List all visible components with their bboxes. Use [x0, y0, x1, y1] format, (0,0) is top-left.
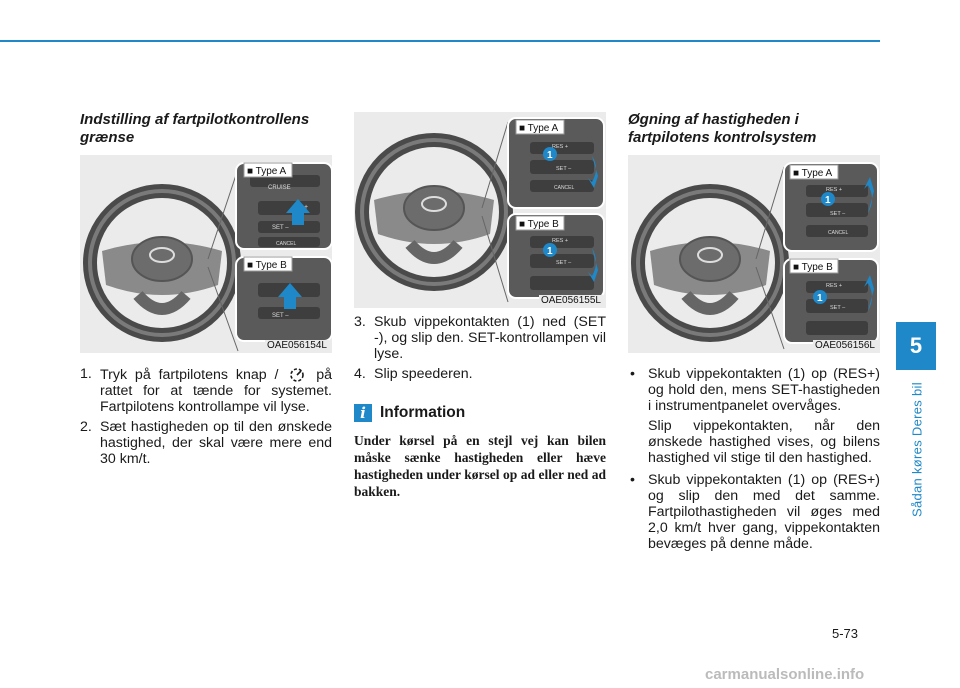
chapter-tab: 5: [896, 322, 936, 370]
res-label-b: RES +: [826, 283, 842, 289]
step-2: 2. Sæt hastigheden op til den ønskede ha…: [80, 419, 332, 467]
down-arrow-icon-b: [588, 248, 598, 282]
type-a-label: ■ Type A: [519, 123, 559, 134]
res-label: RES +: [826, 187, 842, 193]
step-number: 2.: [80, 419, 92, 435]
info-icon: i: [354, 404, 372, 422]
down-arrow-icon: [588, 156, 598, 188]
steps-list: 1. Tryk på fartpilotens knap / på rattet…: [80, 366, 332, 471]
up-arrow-icon-b: [864, 275, 874, 311]
cancel-label: CANCEL: [828, 230, 849, 236]
step-text: Skub vippekontakten (1) ned (SET -), og …: [374, 314, 606, 362]
steering-wheel-illustration: ■ Type A RES + SET – CANCEL 1 ■ Type B R…: [631, 162, 879, 350]
steering-wheel-illustration: ■ Type A CRUISE + SET – CANCEL ■ Type B …: [83, 162, 332, 352]
res-label: RES +: [552, 144, 568, 150]
step-number: 1.: [80, 366, 92, 382]
figure-steering-cruise: ■ Type A CRUISE + SET – CANCEL ■ Type B …: [80, 155, 332, 353]
set-label-b: SET –: [556, 260, 572, 266]
bullet-list: • Skub vippekontakten (1) op (RES+) og h…: [628, 366, 880, 556]
step-text: Sæt hastigheden op til den ønskede hasti…: [100, 419, 332, 467]
section-heading: Indstilling af fartpilotkontrollens græn…: [80, 111, 310, 146]
set-button-label-b: SET –: [272, 313, 289, 319]
step-number: 4.: [354, 366, 366, 382]
up-arrow-icon: [864, 177, 874, 213]
figure-code: OAE056156L: [812, 340, 877, 351]
cruise-icon: [290, 368, 305, 382]
bullet-continuation: Slip vippekontakten, når den ønskede has…: [648, 418, 880, 466]
chapter-title: Sådan køres Deres bil: [909, 382, 925, 518]
bullet-item: • Skub vippekontakten (1) op (RES+) og s…: [628, 472, 880, 552]
set-label-b: SET –: [830, 305, 846, 311]
bullet-text: Skub vippekontakten (1) op (RES+) og sli…: [648, 472, 880, 552]
figure-code: OAE056154L: [264, 340, 329, 351]
step-text: Slip speederen.: [374, 366, 473, 382]
cancel-label: CANCEL: [554, 185, 575, 191]
up-arrow-icon: [286, 199, 310, 225]
set-label: SET –: [830, 211, 846, 217]
step-4: 4. Slip speederen.: [354, 366, 606, 382]
type-b-label: ■ Type B: [519, 219, 559, 230]
section-heading: Øgning af hastigheden i fartpilotens kon…: [628, 111, 817, 146]
cruise-button-label: CRUISE: [268, 185, 291, 191]
type-b-label: ■ Type B: [247, 260, 287, 271]
bullet-text: Skub vippekontakten (1) op (RES+) og hol…: [648, 366, 880, 414]
step-1: 1. Tryk på fartpilotens knap / på rattet…: [80, 366, 332, 415]
cancel-button-label: CANCEL: [276, 241, 297, 247]
bullet-item: • Skub vippekontakten (1) op (RES+) og h…: [628, 366, 880, 414]
set-label: SET –: [556, 166, 572, 172]
information-header: i Information: [354, 404, 606, 422]
callout-1-b: 1: [547, 246, 553, 257]
header-rule: [0, 40, 880, 42]
step-text-before: Tryk på fartpilotens knap /: [100, 367, 287, 383]
figure-code: OAE056155L: [538, 295, 603, 306]
callout-1-b: 1: [817, 293, 823, 304]
footer-watermark: carmanualsonline.info: [705, 666, 865, 683]
callout-1: 1: [825, 195, 831, 206]
callout-1: 1: [547, 150, 553, 161]
type-b-label: ■ Type B: [793, 262, 833, 273]
figure-steering-res: ■ Type A RES + SET – CANCEL 1 ■ Type B R…: [628, 155, 880, 353]
steps-list: 3. Skub vippekontakten (1) ned (SET -), …: [354, 314, 606, 386]
step-number: 3.: [354, 314, 366, 330]
type-a-label: ■ Type A: [793, 168, 833, 179]
type-a-label: ■ Type A: [247, 166, 287, 177]
set-button-label: SET –: [272, 225, 289, 231]
res-label-b: RES +: [552, 238, 568, 244]
information-title: Information: [380, 404, 466, 421]
page-number: 5-73: [832, 626, 859, 641]
information-text: Under kørsel på en stejl vej kan bilen m…: [354, 433, 606, 499]
up-arrow-icon-b: [278, 283, 302, 309]
bullet-mark: •: [630, 472, 635, 488]
chapter-number: 5: [909, 333, 923, 358]
plus-label: +: [304, 204, 308, 211]
information-box: i Information Under kørsel på en stejl v…: [354, 404, 606, 500]
step-3: 3. Skub vippekontakten (1) ned (SET -), …: [354, 314, 606, 362]
bullet-mark: •: [630, 366, 635, 382]
steering-wheel-illustration: ■ Type A RES + SET – CANCEL 1 ■ Type B R…: [355, 117, 605, 303]
figure-steering-set: ■ Type A RES + SET – CANCEL 1 ■ Type B R…: [354, 112, 606, 308]
step-text-after: på rattet for at tænde for systemet. Far…: [100, 367, 332, 415]
